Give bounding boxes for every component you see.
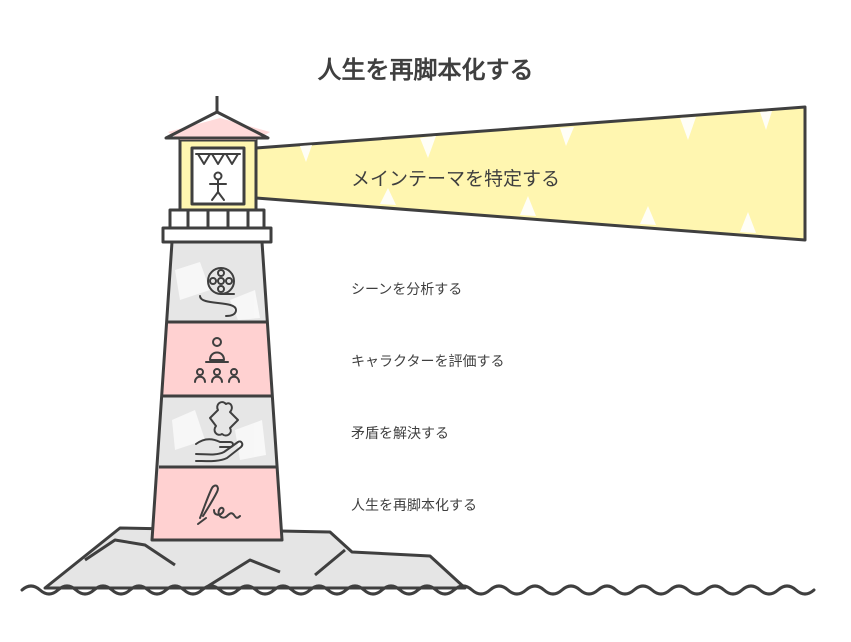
- tower-streaks: [172, 262, 266, 460]
- audience-icon: [194, 337, 240, 383]
- band-red-2: [152, 467, 282, 540]
- puzzle-hand-icon: [195, 401, 244, 463]
- diagram-title: 人生を再脚本化する: [317, 56, 534, 84]
- film-reel-icon: [199, 267, 237, 317]
- stage-label-evaluate-characters: キャラクターを評価する: [351, 354, 505, 370]
- lantern-gallery: [161, 208, 273, 244]
- stage-label-resolve-conflicts: 矛盾を解決する: [351, 426, 449, 442]
- stage-label-rescript-life: 人生を再脚本化する: [351, 498, 477, 514]
- sea-waves: [20, 584, 816, 596]
- roof-glow: [168, 118, 270, 140]
- lantern-roof: [164, 96, 270, 140]
- rocks: [43, 526, 467, 590]
- film-director-icon: [195, 153, 241, 201]
- beam-streaks: [300, 111, 772, 233]
- signature-icon: [197, 484, 241, 525]
- stage-label-analyze-scenes: シーンを分析する: [351, 282, 463, 298]
- stage-label-identify-theme: メインテーマを特定する: [351, 168, 561, 190]
- lantern-room: [178, 138, 258, 212]
